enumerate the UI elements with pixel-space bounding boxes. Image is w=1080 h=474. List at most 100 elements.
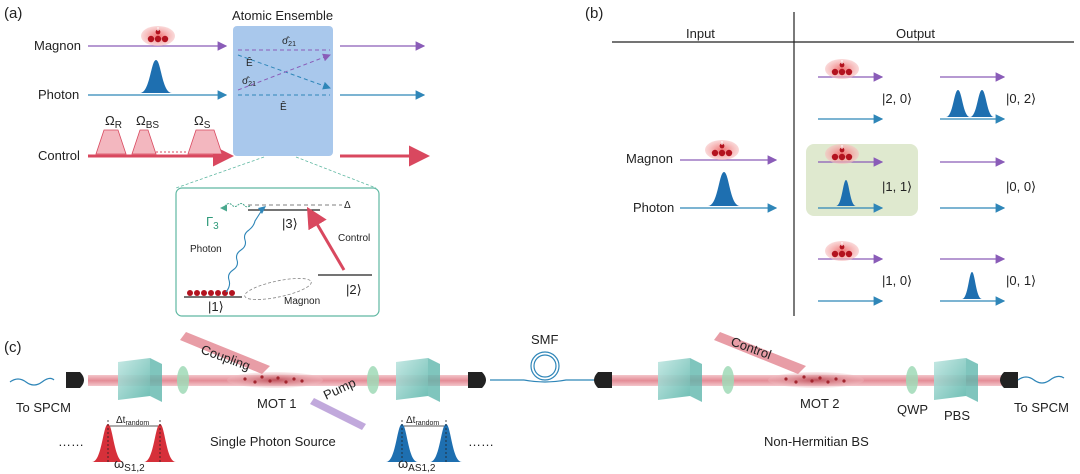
photon-pulse xyxy=(140,60,172,93)
red-pulse-1 xyxy=(92,424,124,462)
panel-a: (a) Atomic Ensemble Magnon Photon Contro… xyxy=(4,5,430,317)
cross-dashed-up xyxy=(237,53,331,91)
delta-label: Δ xyxy=(344,200,351,211)
pbs-label: PBS xyxy=(944,408,970,423)
row1-photon-pulse-b xyxy=(970,90,994,117)
state-0-0: |0, 0⟩ xyxy=(1006,179,1036,194)
magnon-icon xyxy=(140,25,176,47)
inset-magnon-label: Magnon xyxy=(284,296,320,307)
omega-as-label: ωAS1,2 xyxy=(398,456,436,474)
control-label-c: Control xyxy=(729,334,774,362)
inset-control-arrow xyxy=(306,206,346,271)
qwp-label: QWP xyxy=(897,402,928,417)
blue-pulse-1 xyxy=(386,424,418,462)
atomic-ensemble-title: Atomic Ensemble xyxy=(232,8,333,23)
row2-photon-pulse xyxy=(836,180,856,206)
omega-s-label: ωS1,2 xyxy=(114,456,145,474)
blue-pulse-2 xyxy=(430,424,462,462)
control-pulse-s xyxy=(187,129,223,155)
pump-beam xyxy=(310,398,366,430)
row3-magnon-icon xyxy=(824,240,860,262)
input-magnon-icon xyxy=(704,139,740,161)
panel-c-tag: (c) xyxy=(4,339,22,356)
row1-magnon-icon xyxy=(824,58,860,80)
photon-transition-arrow xyxy=(225,209,263,293)
atomic-ensemble-box xyxy=(233,26,333,156)
omega-bs-label: ΩBS xyxy=(136,113,159,131)
mot-1-cloud xyxy=(227,372,323,388)
lens-2 xyxy=(367,366,379,394)
single-photon-source-label: Single Photon Source xyxy=(210,434,336,449)
prism-3 xyxy=(658,358,690,400)
dt-random-2-label: Δtrandom xyxy=(406,415,439,427)
e-bottom-label: Ê xyxy=(280,100,287,113)
pbs-cube xyxy=(934,358,966,400)
right-fiber-tail xyxy=(1017,375,1065,384)
red-pulse-2 xyxy=(144,424,176,462)
smf-fiber-out xyxy=(523,379,598,383)
fiber-coupler-3 xyxy=(594,372,612,388)
control-pulse-r xyxy=(95,129,127,155)
atoms-level-1 xyxy=(187,290,235,296)
row3-photon-pulse xyxy=(962,272,982,299)
panel-a-tag: (a) xyxy=(4,5,22,22)
smf-loop xyxy=(530,351,560,381)
input-photon-label: Photon xyxy=(633,200,674,215)
row2-magnon-icon xyxy=(824,143,860,165)
smf-label: SMF xyxy=(531,332,559,347)
qwp-plate xyxy=(906,366,918,394)
to-spcm-right-label: To SPCM xyxy=(1014,400,1069,415)
gamma-label: Γ3 xyxy=(206,214,219,232)
input-magnon-label: Magnon xyxy=(626,151,673,166)
omega-s-label: ΩS xyxy=(194,113,211,131)
dots-left: …… xyxy=(58,434,84,449)
coupling-label: Coupling xyxy=(199,342,252,374)
control-label-left: Control xyxy=(38,148,80,163)
state-2-0: |2, 0⟩ xyxy=(882,91,912,106)
level-diagram-inset xyxy=(175,187,380,317)
decay-arrow xyxy=(220,203,251,212)
control-beam xyxy=(714,332,806,374)
omega-r-label: ΩR xyxy=(105,113,122,131)
input-photon-pulse xyxy=(708,172,740,206)
control-pulse-bs xyxy=(131,129,157,155)
mot-1-label: MOT 1 xyxy=(257,396,297,411)
row1-photon-pulse-a xyxy=(946,90,970,117)
photon-transition-head xyxy=(258,206,266,214)
callout-line-left xyxy=(175,156,265,189)
inset-control-label: Control xyxy=(338,233,370,244)
mot-1-atoms xyxy=(243,375,304,384)
state-0-2: |0, 2⟩ xyxy=(1006,91,1036,106)
magnon-coherence-ellipse xyxy=(244,278,312,300)
header-input: Input xyxy=(686,26,715,41)
state-0-1: |0, 1⟩ xyxy=(1006,273,1036,288)
left-fiber-tail xyxy=(9,377,55,386)
left-fiber-coupler xyxy=(66,372,84,388)
dots-right: …… xyxy=(468,434,494,449)
sigma21-mid-label: σ̂21 xyxy=(242,75,256,88)
prism-2 xyxy=(396,358,428,400)
mot-2-cloud xyxy=(768,372,864,388)
panel-c: (c) MOT 1 Coupling Pump xyxy=(4,332,1069,474)
state-1-0: |1, 0⟩ xyxy=(882,273,912,288)
right-fiber-coupler xyxy=(1000,372,1018,388)
level-1-label: |1⟩ xyxy=(208,299,224,314)
inset-photon-label: Photon xyxy=(190,244,222,255)
lens-1 xyxy=(177,366,189,394)
dt-random-1-label: Δtrandom xyxy=(116,415,149,427)
callout-line-right xyxy=(295,156,377,189)
header-output: Output xyxy=(896,26,935,41)
level-3-label: |3⟩ xyxy=(282,216,298,231)
non-hermitian-bs-label: Non-Hermitian BS xyxy=(764,434,869,449)
lens-3 xyxy=(722,366,734,394)
to-spcm-left-label: To SPCM xyxy=(16,400,71,415)
mot-2-atoms xyxy=(784,375,846,384)
level-2-label: |2⟩ xyxy=(346,282,362,297)
panel-b-tag: (b) xyxy=(585,5,603,22)
state-1-1: |1, 1⟩ xyxy=(882,179,912,194)
photon-label-left: Photon xyxy=(38,87,79,102)
prism-1 xyxy=(118,358,150,400)
sigma21-top-label: σ̂21 xyxy=(282,35,296,48)
coupling-beam xyxy=(180,332,270,374)
